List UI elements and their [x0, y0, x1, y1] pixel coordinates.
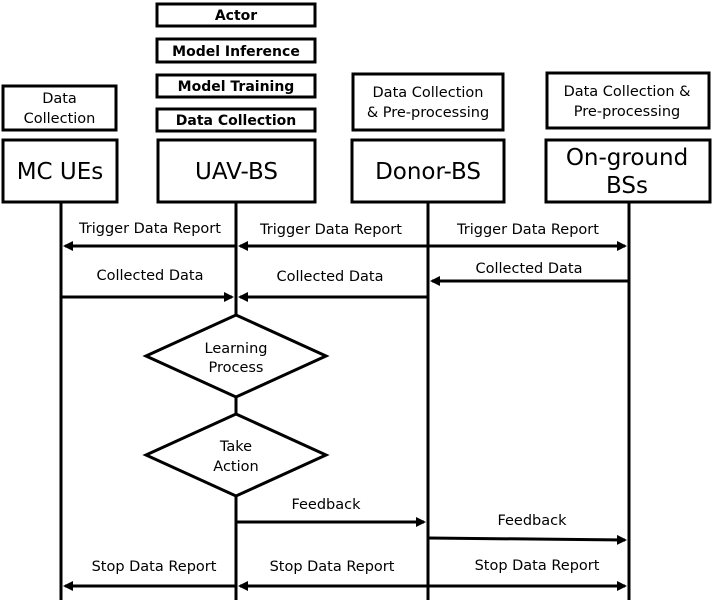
msg-trigger-1: Trigger Data Report	[78, 221, 221, 237]
uav-role-inference-box	[155, 37, 317, 64]
mc-ues-role-box	[1, 84, 118, 132]
msg-trigger-3: Trigger Data Report	[456, 222, 599, 238]
arrow-feedback-donor-to-ground	[427, 534, 627, 545]
uav-role-actor: Actor	[215, 8, 257, 24]
mc-ues-role-line1: Data	[42, 91, 77, 107]
mc-ues-title: MC UEs	[17, 159, 104, 185]
learning-process-line2: Process	[208, 360, 263, 376]
donor-bs-role-line2: & Pre-processing	[367, 105, 489, 121]
uav-role-training: Model Training	[178, 79, 295, 95]
msg-collected-1: Collected Data	[97, 268, 204, 284]
uav-bs-box	[156, 138, 317, 204]
msg-stop-1: Stop Data Report	[92, 559, 217, 575]
ground-bs-role-line2: Pre-processing	[574, 104, 680, 120]
msg-collected-3: Collected Data	[476, 261, 583, 277]
msg-stop-2: Stop Data Report	[270, 559, 395, 575]
uav-role-training-box	[155, 73, 317, 99]
donor-bs-role-box	[351, 72, 505, 132]
ground-bs-role-line1: Data Collection &	[564, 84, 691, 100]
uav-bs-title: UAV-BS	[195, 159, 278, 185]
uav-role-inference: Model Inference	[172, 44, 300, 60]
donor-bs-title: Donor-BS	[375, 159, 481, 185]
take-action-line1: Take	[219, 439, 252, 455]
ground-bs-title-line2: BSs	[606, 173, 648, 199]
uav-role-collection: Data Collection	[176, 113, 296, 129]
uav-role-actor-box	[155, 2, 317, 28]
donor-bs-role-line1: Data Collection	[373, 85, 484, 101]
mc-ues-box	[1, 138, 119, 204]
msg-trigger-2: Trigger Data Report	[259, 222, 402, 238]
ground-bs-box	[544, 138, 712, 204]
ground-bs-title-line1: On-ground	[566, 145, 688, 171]
take-action-line2: Action	[213, 459, 258, 475]
msg-feedback-1: Feedback	[291, 497, 361, 513]
msg-collected-2: Collected Data	[277, 269, 384, 285]
ground-bs-role-box	[545, 71, 711, 130]
learning-process-line1: Learning	[205, 341, 268, 357]
learning-process-diamond	[142, 313, 330, 399]
msg-feedback-2: Feedback	[497, 513, 567, 529]
msg-stop-3: Stop Data Report	[475, 558, 600, 574]
take-action-diamond	[142, 412, 330, 498]
donor-bs-box	[350, 138, 506, 204]
uav-role-collection-box	[155, 107, 317, 133]
mc-ues-role-line2: Collection	[24, 111, 96, 127]
